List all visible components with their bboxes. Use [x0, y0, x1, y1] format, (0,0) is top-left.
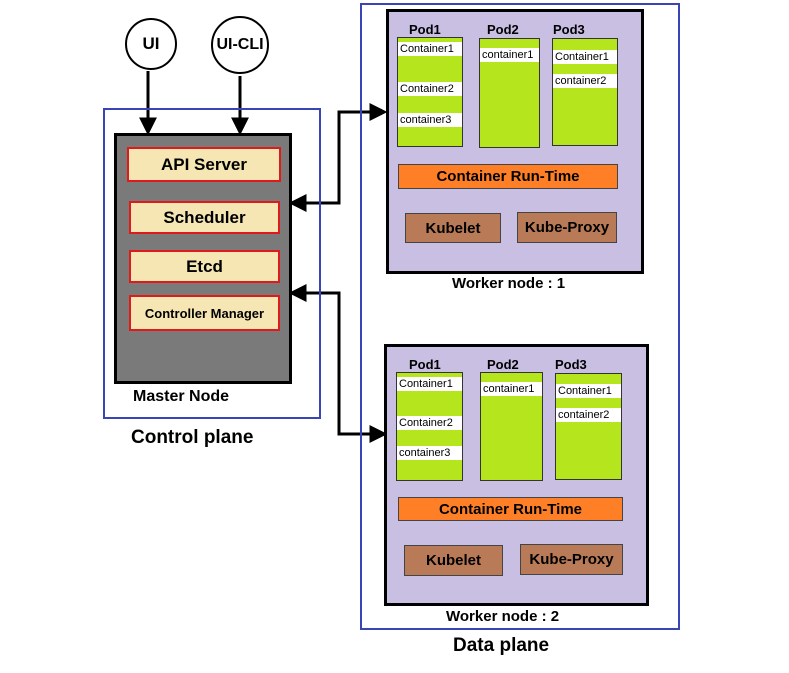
scheduler-box: Scheduler	[129, 201, 280, 234]
ui-cli-client-label: UI-CLI	[216, 36, 264, 53]
worker1-pod1-container3: container3	[398, 113, 462, 127]
worker1-pod2-label: Pod2	[487, 22, 519, 37]
worker2-container-runtime: Container Run-Time	[398, 497, 623, 521]
worker2-pod2-container1: container1	[481, 382, 542, 396]
worker1-kube-proxy: Kube-Proxy	[517, 212, 617, 243]
ui-client-label: UI	[142, 34, 160, 53]
data-plane-box	[360, 3, 680, 630]
ui-cli-client-circle: UI-CLI	[211, 16, 269, 74]
worker-node-1-label: Worker node : 1	[452, 275, 566, 292]
worker1-pod1-container2: Container2	[398, 82, 462, 96]
worker-node-2-label: Worker node : 2	[446, 608, 560, 625]
worker1-kubelet: Kubelet	[405, 213, 501, 243]
etcd-box: Etcd	[129, 250, 280, 283]
worker1-container-runtime: Container Run-Time	[398, 164, 618, 189]
worker2-pod2-label: Pod2	[487, 357, 519, 372]
worker1-pod1-label: Pod1	[409, 22, 441, 37]
controller-manager-box: Controller Manager	[129, 295, 280, 331]
worker2-kubelet: Kubelet	[404, 545, 503, 576]
worker2-pod1-container1: Container1	[397, 377, 462, 391]
worker2-pod3-label: Pod3	[555, 357, 587, 372]
ui-client-circle: UI	[125, 18, 177, 70]
worker2-pod3-container2: container2	[556, 408, 621, 422]
worker1-pod3-label: Pod3	[553, 22, 585, 37]
worker1-pod3-container2: container2	[553, 74, 617, 88]
worker2-pod1-label: Pod1	[409, 357, 441, 372]
worker2-pod3-container1: Container1	[556, 384, 621, 398]
worker2-pod1-container2: Container2	[397, 416, 462, 430]
api-server-box: API Server	[127, 147, 281, 182]
data-plane-label: Data plane	[453, 635, 550, 656]
control-plane-box	[103, 108, 321, 419]
worker1-pod3-container1: Container1	[553, 50, 617, 64]
worker2-pod1-container3: container3	[397, 446, 462, 460]
worker1-pod1-container1: Container1	[398, 42, 462, 56]
master-node-label: Master Node	[133, 388, 230, 405]
worker2-kube-proxy: Kube-Proxy	[520, 544, 623, 575]
control-plane-label: Control plane	[131, 427, 254, 448]
worker1-pod2-container1: container1	[480, 48, 539, 62]
